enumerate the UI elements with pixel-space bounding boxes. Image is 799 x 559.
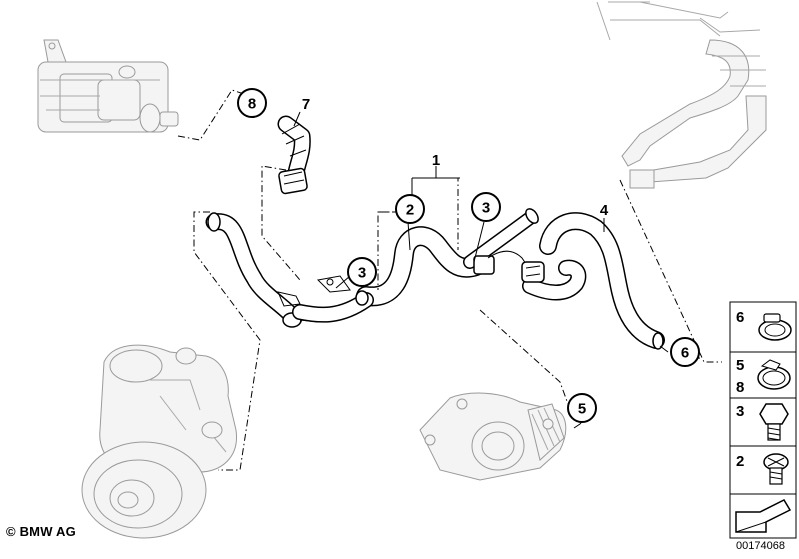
diagram-id: 00174068 <box>736 540 785 552</box>
callout-1[interactable]: 1 <box>432 152 440 169</box>
direction-arrow-icon <box>735 499 792 533</box>
water-pump-ghost <box>81 344 237 539</box>
hex-bolt-icon <box>759 403 789 441</box>
leader-lines <box>293 111 669 429</box>
copyright-text: © BMW AG <box>6 524 76 539</box>
thermostat-housing-ghost <box>37 39 179 133</box>
svg-text:4: 4 <box>600 202 609 219</box>
radiator-pipes-ghost <box>596 1 767 189</box>
hose-4 <box>521 212 665 350</box>
hose-1 <box>292 208 539 323</box>
svg-text:8: 8 <box>248 96 256 113</box>
svg-text:6: 6 <box>736 309 744 326</box>
screw-icon <box>763 453 789 485</box>
callout-2[interactable]: 2 <box>395 194 425 224</box>
hose-clamp-icon <box>758 313 792 341</box>
svg-text:8: 8 <box>736 379 744 396</box>
pump-housing-ghost <box>419 392 567 481</box>
callout-3-upper[interactable]: 3 <box>471 192 501 222</box>
hose-left <box>205 212 303 328</box>
svg-text:3: 3 <box>736 403 744 420</box>
callout-6[interactable]: 6 <box>670 337 700 367</box>
svg-text:1: 1 <box>432 152 440 169</box>
svg-text:7: 7 <box>302 96 310 113</box>
legend-row-3[interactable] <box>729 397 797 447</box>
svg-text:3: 3 <box>482 200 490 217</box>
hose-7 <box>277 115 311 195</box>
svg-text:5: 5 <box>736 357 744 374</box>
svg-text:2: 2 <box>406 202 414 219</box>
callout-3-lower[interactable]: 3 <box>347 257 377 287</box>
callout-8[interactable]: 8 <box>237 88 267 118</box>
callout-7[interactable]: 7 <box>302 96 310 113</box>
callout-5[interactable]: 5 <box>567 393 597 423</box>
hose-clamp-icon <box>757 359 791 390</box>
svg-text:6: 6 <box>681 345 689 362</box>
svg-text:5: 5 <box>578 401 586 418</box>
parts-legend: 6 5 8 3 2 <box>729 301 797 539</box>
bracket-small <box>316 275 351 293</box>
svg-text:3: 3 <box>358 265 366 282</box>
callout-4[interactable]: 4 <box>600 202 609 219</box>
svg-text:2: 2 <box>736 453 744 470</box>
